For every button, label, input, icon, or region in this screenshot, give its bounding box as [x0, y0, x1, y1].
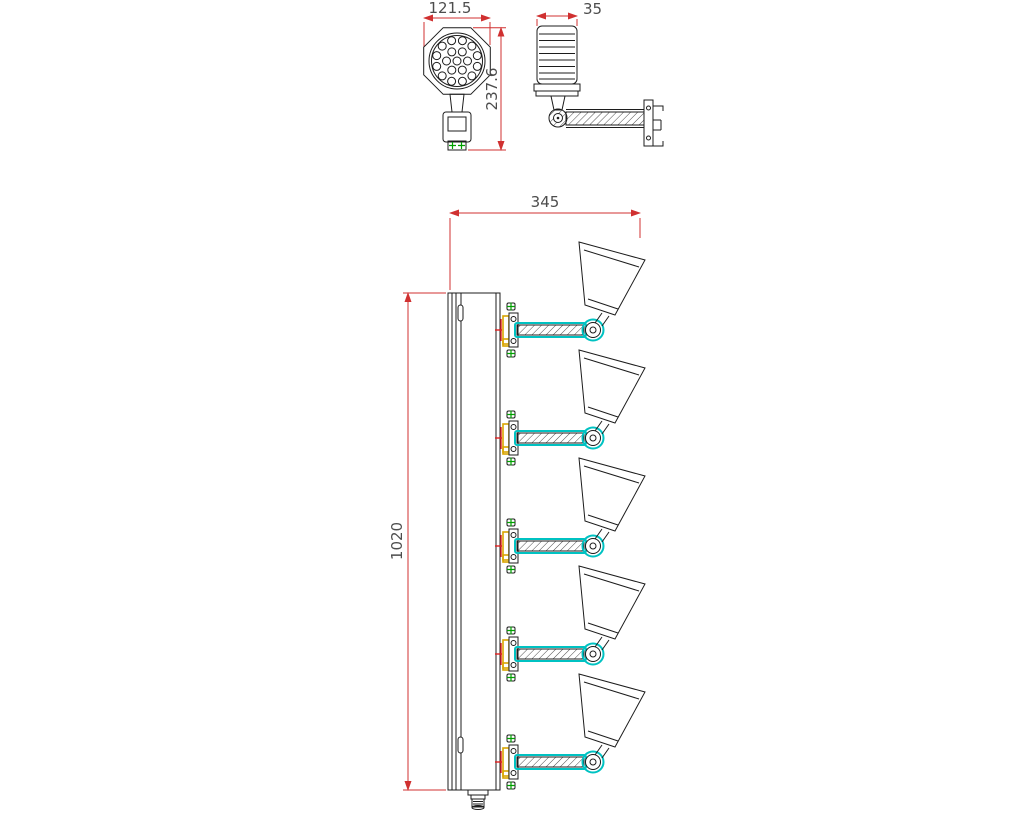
front-lamp-head — [423, 27, 491, 95]
dimension-front-width: 121.5 — [423, 0, 491, 48]
front-mount-bracket — [442, 93, 472, 151]
dimension-pole-height: 1020 — [388, 292, 446, 791]
assembly-view: 345 1020 — [388, 193, 646, 810]
lamp-unit-4 — [494, 565, 646, 683]
lamp-unit-5 — [494, 673, 646, 791]
dimension-label-front-width: 121.5 — [429, 0, 472, 17]
side-lamp-head — [533, 25, 581, 111]
rail-slot-bottom — [457, 736, 464, 754]
led-array — [432, 36, 482, 86]
rail-bottom-gland — [467, 789, 489, 810]
lamp-unit-2 — [494, 349, 646, 467]
dimension-label-side-depth: 35 — [583, 0, 602, 18]
side-arm-bracket — [548, 99, 664, 147]
rail-slot-top — [457, 304, 464, 322]
dimension-front-height: 237.6 — [468, 26, 506, 151]
lamp-unit-1 — [494, 241, 646, 359]
mount-rail — [447, 292, 501, 810]
dimension-label-pole-height: 1020 — [388, 522, 406, 560]
front-view: 121.5 — [423, 0, 506, 151]
dimension-label-arm-reach: 345 — [531, 193, 560, 211]
side-view: 35 — [533, 0, 664, 147]
dimension-arm-reach: 345 — [449, 193, 641, 290]
dimension-side-depth: 35 — [536, 0, 602, 26]
dimension-label-front-height: 237.6 — [483, 68, 501, 111]
lamp-unit-3 — [494, 457, 646, 575]
